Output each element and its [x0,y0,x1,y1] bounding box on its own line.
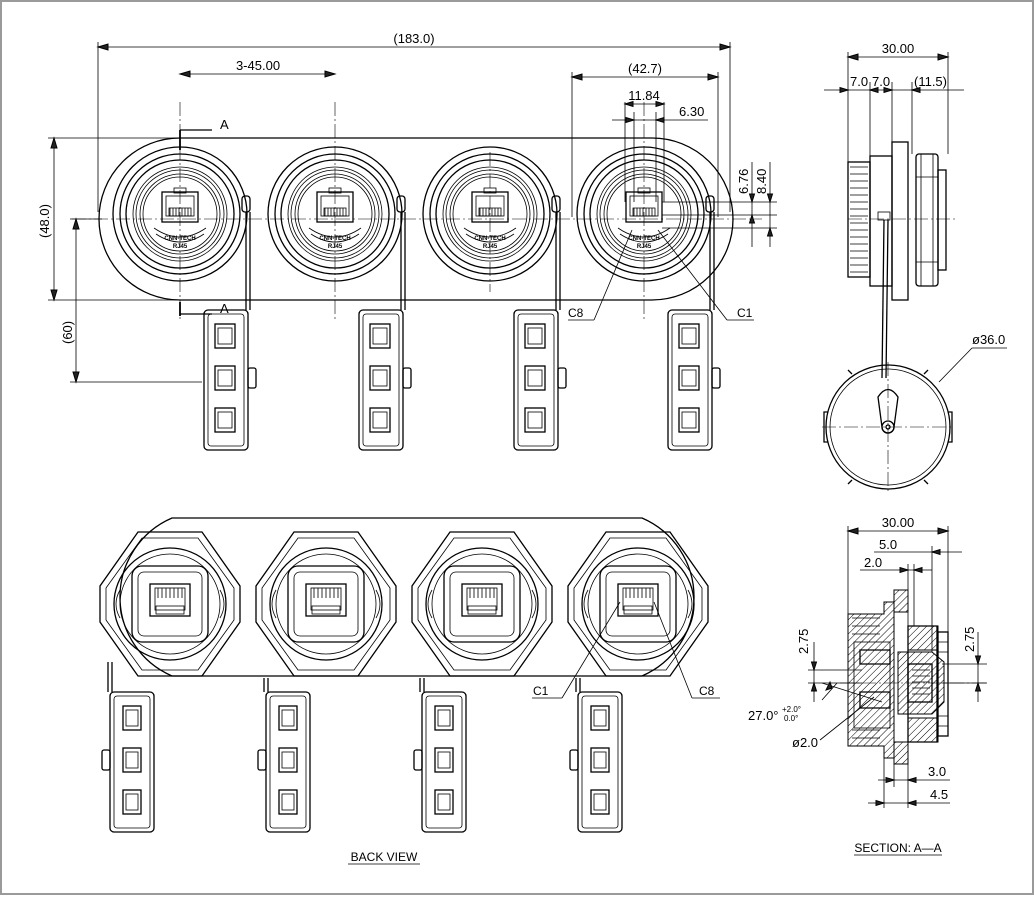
side-view: 30.00 7.0 7.0 (11.5) ø36.0 [822,41,1007,492]
back-module-3 [411,531,553,677]
angle-tolerance-minus: 0.0° [784,714,798,723]
front-cap-3 [513,309,567,451]
back-module-2 [255,531,397,677]
jack-type-label-2: RJ45 [328,244,343,250]
back-view: C1 C8 BACK VIEW [99,517,720,865]
section-view-label: SECTION: A—A [854,841,941,855]
dim-vertical-small: 6.76 8.40 [662,162,777,247]
jack-type-label-1: RJ45 [173,244,188,250]
back-view-label: BACK VIEW [351,850,418,864]
dim-jack-width: 11.84 [623,88,666,202]
front-module-3 [423,147,560,310]
dim-183: (183.0) [393,31,434,46]
section-dim-2: 2.0 [864,555,882,570]
pin-c1-front: C1 [737,306,753,320]
section-mark-top: A [220,117,229,132]
dim-pitch-value: 3-45.00 [236,58,280,73]
section-mark-bottom: A [220,301,229,316]
section-angle: 27.0° [748,708,779,723]
section-dim-4-5: 4.5 [930,787,948,802]
dim-8-40: 8.40 [754,169,769,194]
front-module-2 [268,147,405,310]
side-dim-7b: 7.0 [872,74,890,89]
dim-jack-offset: 6.30 [612,104,708,202]
dim-cap-drop: (60) [60,217,202,384]
back-cap-2 [257,691,311,833]
dim-6-76: 6.76 [736,169,751,194]
pin-c8-back: C8 [699,684,715,698]
front-module-4 [577,147,714,310]
dim-6-30: 6.30 [679,104,704,119]
front-cap-1 [203,309,257,451]
section-view: 30.00 5.0 2.0 2.75 2.75 27.0° +2.0° 0.0° [748,515,987,856]
dim-42-7: (42.7) [628,61,662,76]
section-dim-2-75-left: 2.75 [796,629,811,654]
section-dim-2-75-right: 2.75 [962,627,977,652]
side-dim-30: 30.00 [882,41,915,56]
brand-label-3: CNN-TECH [474,236,505,242]
back-cap-4 [569,691,623,833]
section-mark: A A [179,117,229,316]
pin-c8-front: C8 [568,306,584,320]
dim-60: (60) [60,321,75,344]
brand-label-1: CNN-TECH [164,236,195,242]
pin-leaders-front: C8 C1 [568,229,754,321]
back-cap-3 [413,691,467,833]
dim-48: (48.0) [37,204,52,238]
section-dim-30: 30.00 [882,515,915,530]
section-hole-diameter: ø2.0 [792,735,818,750]
dim-overall-length: (183.0) [96,31,732,212]
jack-type-label-4: RJ45 [637,244,652,250]
front-cap-2 [358,309,412,451]
side-dim-7a: 7.0 [850,74,868,89]
brand-label-4: CNN-TECH [628,236,659,242]
front-cap-4 [667,309,721,451]
back-module-4 [567,531,709,677]
angle-tolerance-plus: +2.0° [782,705,801,714]
back-module-1 [99,531,241,677]
section-dim-3: 3.0 [928,764,946,779]
pin-c1-back: C1 [533,684,549,698]
dim-pitch: 3-45.00 [178,58,337,78]
jack-labels: CNN-TECH RJ45 CNN-TECH RJ45 CNN-TECH RJ4… [164,236,659,250]
dim-module-width: (42.7) [570,61,720,217]
back-cap-1 [101,691,155,833]
cap-diameter: ø36.0 [972,332,1005,347]
side-dim-11-5: (11.5) [914,74,947,89]
jack-type-label-3: RJ45 [483,244,498,250]
dim-height: (48.0) [37,136,180,302]
brand-label-2: CNN-TECH [319,236,350,242]
dim-11-84: 11.84 [628,88,660,103]
front-view: CNN-TECH RJ45 CNN-TECH RJ45 CNN-TECH RJ4… [37,31,777,451]
section-dim-5: 5.0 [879,537,897,552]
